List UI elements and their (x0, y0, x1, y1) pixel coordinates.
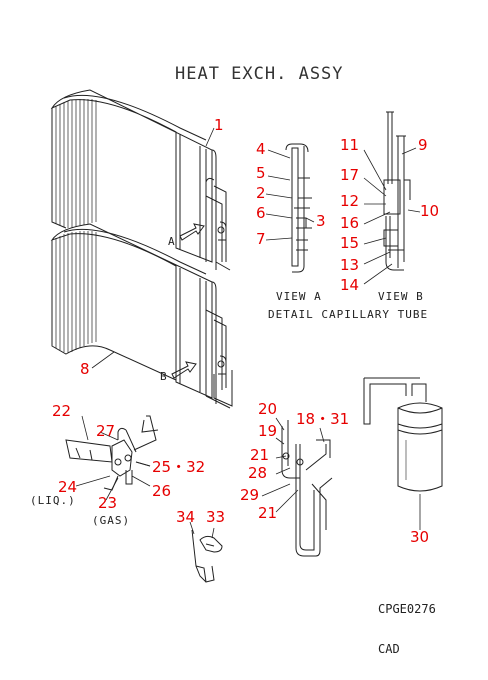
callout-14: 14 (340, 276, 360, 294)
drawing-title: HEAT EXCH. ASSY (175, 64, 344, 84)
callout-19: 19 (258, 422, 278, 440)
callout-23: 23 (98, 494, 118, 512)
receiver-tank (363, 377, 443, 530)
capillary-piping-assembly (261, 417, 333, 557)
callout-20: 20 (258, 400, 278, 418)
callout-13: 13 (340, 256, 360, 274)
view-b-label: VIEW B (378, 290, 424, 303)
callout-12: 12 (340, 192, 360, 210)
lower-heat-exchanger-coil (50, 223, 233, 409)
callout-22: 22 (52, 402, 72, 420)
liq-note: (LIQ.) (30, 494, 76, 507)
arrow-a-label: A (168, 235, 176, 248)
drawing-code: CPGE0276 (378, 602, 436, 616)
callout-11: 11 (340, 136, 360, 154)
callout-4: 4 (256, 140, 266, 158)
upper-heat-exchanger-coil (50, 89, 231, 271)
callout-1: 1 (214, 116, 224, 134)
callout-29: 29 (240, 486, 260, 504)
callout-26: 26 (152, 482, 172, 500)
view-b-detail (363, 111, 421, 285)
callout-5: 5 (256, 164, 266, 182)
callout-8: 8 (80, 360, 90, 378)
callout-25-32: 25・32 (152, 458, 206, 476)
callout-16: 16 (340, 214, 360, 232)
callout-10: 10 (420, 202, 440, 220)
leader-lines (91, 127, 215, 369)
view-arrows (171, 223, 205, 379)
callout-24: 24 (58, 478, 78, 496)
callout-30: 30 (410, 528, 430, 546)
callout-33: 33 (206, 508, 226, 526)
callout-9: 9 (418, 136, 428, 154)
small-parts-33-34 (189, 521, 223, 583)
callout-6: 6 (256, 204, 266, 222)
callout-28: 28 (248, 464, 268, 482)
valve-assembly (65, 415, 159, 501)
callout-21-bottom: 21 (258, 504, 278, 522)
callout-17: 17 (340, 166, 360, 184)
callout-15: 15 (340, 234, 360, 252)
callout-21-top: 21 (250, 446, 270, 464)
callout-2: 2 (256, 184, 266, 202)
cad-mark: CAD (378, 642, 400, 656)
callout-18-31: 18・31 (296, 410, 350, 428)
gas-note: (GAS) (92, 514, 131, 527)
callout-7: 7 (256, 230, 266, 248)
callout-34: 34 (176, 508, 196, 526)
callout-27: 27 (96, 422, 116, 440)
view-a-detail (265, 143, 315, 273)
callout-3: 3 (316, 212, 326, 230)
view-a-label: VIEW A (276, 290, 322, 303)
arrow-b-label: B (160, 370, 168, 383)
detail-capillary-label: DETAIL CAPILLARY TUBE (268, 308, 429, 321)
